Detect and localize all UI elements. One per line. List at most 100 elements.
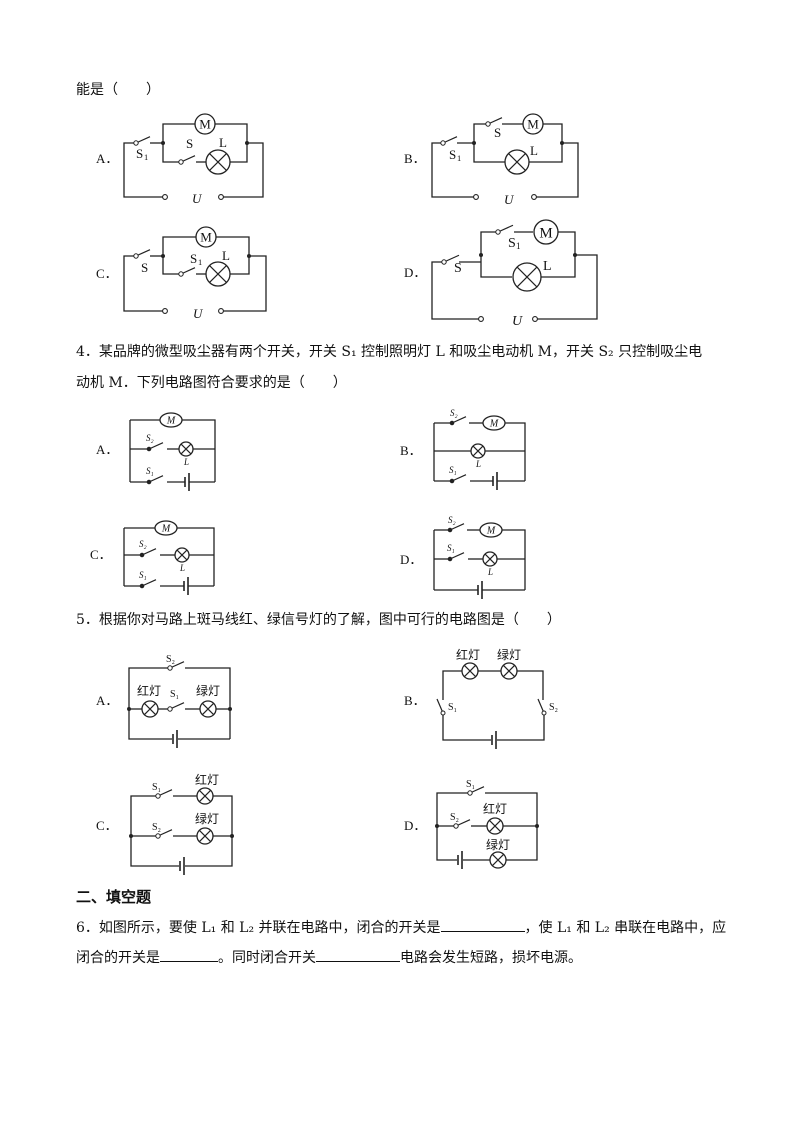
q5-stem: 5．根据你对马路上斑马线红、绿信号灯的了解，图中可行的电路图是（ ） [76, 612, 561, 628]
wire [162, 123, 195, 143]
wire [497, 715, 545, 741]
battery-icon [183, 577, 189, 595]
junction-dot [535, 824, 539, 828]
q6-blank-parallel[interactable] [440, 917, 525, 932]
circuit-label: L [487, 567, 493, 577]
wire [436, 792, 470, 826]
junction-dot [435, 824, 439, 828]
circuit-subscript: 1 [457, 153, 461, 163]
switch-blade [451, 474, 467, 482]
switch-pivot [178, 271, 184, 277]
battery-icon [491, 731, 497, 749]
circuit-label: M [486, 526, 496, 537]
switch-pivot [440, 140, 446, 146]
wire [222, 142, 264, 198]
circuit-label: 绿灯 [497, 647, 521, 662]
junction-dot [479, 253, 483, 257]
circuit-label: L [183, 457, 189, 467]
circuit-label: S [508, 236, 516, 251]
q5-option-a: A．S₂红灯绿灯S₁ [96, 654, 232, 748]
lamp-cross [198, 789, 212, 803]
circuit-label: D． [404, 265, 426, 280]
circuit-label: S₂ [146, 433, 154, 443]
wire [502, 529, 526, 590]
lamp-cross [491, 853, 505, 867]
junction-dot [161, 141, 165, 145]
circuit-label: M [539, 225, 552, 241]
circuit-label: S₂ [549, 702, 558, 713]
circuit-label: A． [96, 693, 118, 708]
wire [162, 236, 196, 256]
circuit-label: S₂ [166, 654, 175, 665]
circuit-label: S [141, 260, 148, 275]
terminal-icon [473, 194, 479, 200]
wire [185, 836, 233, 867]
lamp-cross [502, 664, 516, 678]
circuit-label: S₂ [152, 822, 161, 833]
wire [436, 826, 457, 861]
switch-blade [148, 442, 164, 450]
lamp-cross [209, 265, 227, 283]
switch-pivot [139, 583, 145, 589]
switch-pivot [485, 121, 491, 127]
circuit-label: U [504, 192, 515, 207]
junction-dot [228, 707, 232, 711]
lamp-cross [508, 153, 526, 171]
wire [473, 143, 505, 163]
switch-blade [443, 254, 460, 263]
circuit-label: A． [96, 442, 118, 457]
lamp-cross [484, 553, 496, 565]
battery-icon [457, 851, 463, 869]
circuit-label: L [222, 248, 230, 263]
circuit-label: 绿灯 [486, 837, 510, 852]
battery-icon [172, 730, 178, 748]
wire [123, 255, 163, 312]
circuit-label: 绿灯 [195, 811, 219, 826]
switch-pivot [453, 823, 459, 829]
switch-pivot [133, 140, 139, 146]
wire [128, 709, 172, 740]
circuit-label: S [454, 261, 462, 276]
switch-pivot [447, 527, 453, 533]
lamp-cross [201, 702, 215, 716]
lamp-cross [180, 443, 192, 455]
wire [130, 795, 158, 836]
circuit-label: A． [96, 151, 118, 166]
switch-pivot [167, 706, 173, 712]
junction-dot [245, 141, 249, 145]
circuit-subscript: 1 [516, 241, 521, 251]
circuit-label: S₂ [139, 539, 147, 549]
circuit-label: S₁ [447, 543, 455, 553]
circuit-label: S₂ [450, 408, 458, 418]
q6-blank-series[interactable] [160, 947, 218, 962]
circuit-label: S₁ [152, 782, 161, 793]
switch-blade [449, 552, 465, 560]
switch-blade [148, 475, 164, 483]
q6-text-3: 闭合的开关是 [76, 950, 160, 966]
wire [480, 231, 497, 262]
battery-icon [492, 472, 498, 490]
wire [485, 792, 538, 826]
wire [558, 231, 576, 255]
battery-icon [184, 473, 190, 491]
switch-pivot [178, 159, 184, 165]
circuit-label: U [193, 306, 204, 321]
circuit-label: U [192, 191, 203, 206]
switch-blade [141, 548, 157, 556]
switch-pivot [139, 552, 145, 558]
switch-blade [451, 416, 467, 424]
junction-dot [127, 707, 131, 711]
circuit-label: C． [90, 547, 112, 562]
q6-blank-short[interactable] [316, 947, 400, 962]
q6-text-4: 。同时闭合开关 [218, 950, 316, 966]
circuit-label: S [449, 147, 456, 162]
switch-pivot [449, 420, 455, 426]
circuit-label: C． [96, 266, 118, 281]
lamp-cross [472, 445, 484, 457]
wire [536, 142, 579, 198]
switch-pivot [449, 478, 455, 484]
